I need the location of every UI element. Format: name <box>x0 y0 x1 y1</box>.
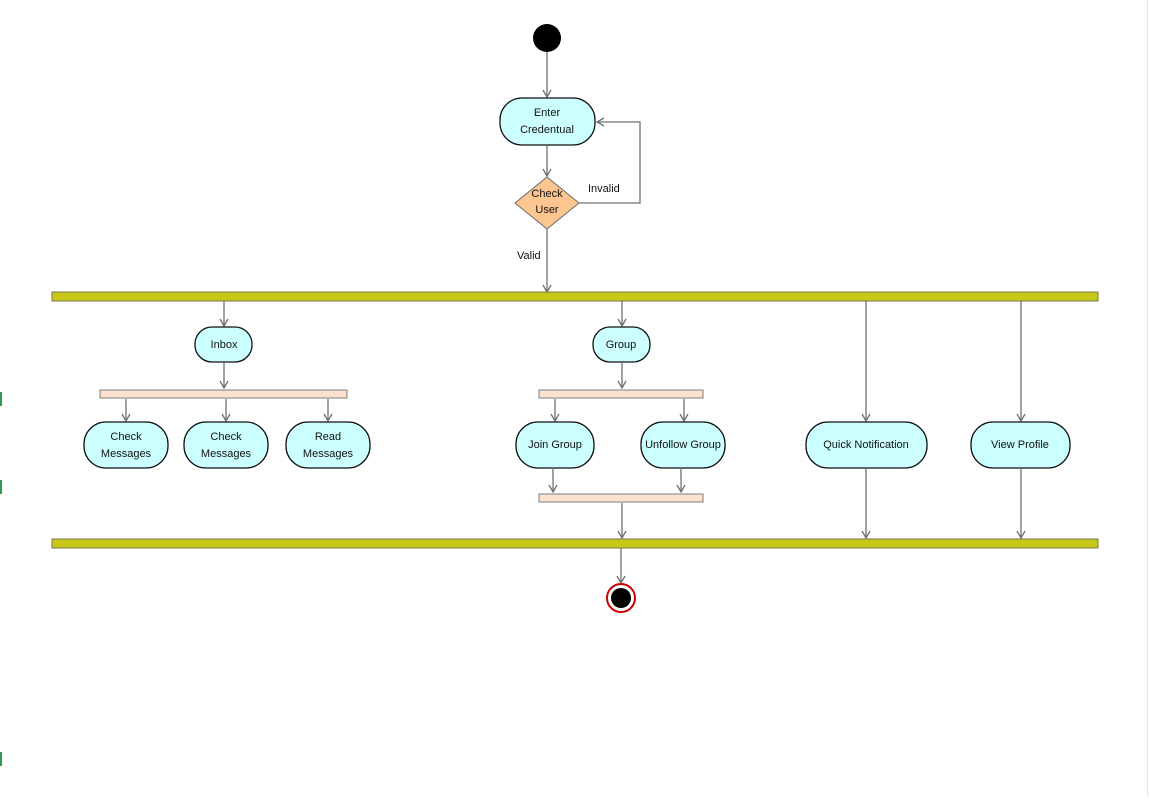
end-node <box>606 583 636 613</box>
edge-marker <box>0 392 2 406</box>
action-read-messages: Read Messages <box>285 421 371 469</box>
action-label: Group <box>606 339 637 351</box>
decision-label-line-2: User <box>535 204 559 216</box>
edge-label-valid: Valid <box>517 250 541 262</box>
action-label: Quick Notification <box>823 439 909 451</box>
decision-label-line-1: Check <box>531 188 563 200</box>
action-quick-notification: Quick Notification <box>805 421 928 469</box>
edges <box>121 52 1026 585</box>
action-check-messages-2: Check Messages <box>183 421 269 469</box>
edge-marker <box>0 480 2 494</box>
action-label: Unfollow Group <box>645 439 721 451</box>
action-label-line-2: Credentual <box>520 124 574 136</box>
merge-bar <box>51 538 1099 549</box>
edge-label-invalid: Invalid <box>588 183 620 195</box>
start-node <box>533 24 561 52</box>
action-label-line-1: Check <box>210 431 242 443</box>
action-label-line-1: Read <box>315 431 341 443</box>
edge-marker <box>0 752 2 766</box>
action-label: View Profile <box>991 439 1049 451</box>
action-label-line-2: Messages <box>303 448 354 460</box>
decision-diamond <box>514 176 580 230</box>
edge-invalid-loop <box>579 117 641 204</box>
action-label: Inbox <box>211 339 238 351</box>
action-label-line-1: Enter <box>534 107 561 119</box>
action-enter-credentual: Enter Credentual <box>499 97 596 146</box>
action-label-line-2: Messages <box>201 448 252 460</box>
action-unfollow-group: Unfollow Group <box>640 421 726 469</box>
action-label: Join Group <box>528 439 582 451</box>
action-inbox: Inbox <box>194 326 253 363</box>
action-group: Group <box>592 326 651 363</box>
fork-bar <box>51 291 1099 302</box>
action-view-profile: View Profile <box>970 421 1071 469</box>
inbox-fork-bar <box>99 389 348 399</box>
page-edge <box>1147 0 1148 798</box>
group-fork-bar <box>538 389 704 399</box>
check-user-decision: Check User <box>514 176 580 230</box>
action-label-line-1: Check <box>110 431 142 443</box>
action-join-group: Join Group <box>515 421 595 469</box>
action-label-line-2: Messages <box>101 448 152 460</box>
group-join-bar <box>538 493 704 503</box>
action-check-messages-1: Check Messages <box>83 421 169 469</box>
